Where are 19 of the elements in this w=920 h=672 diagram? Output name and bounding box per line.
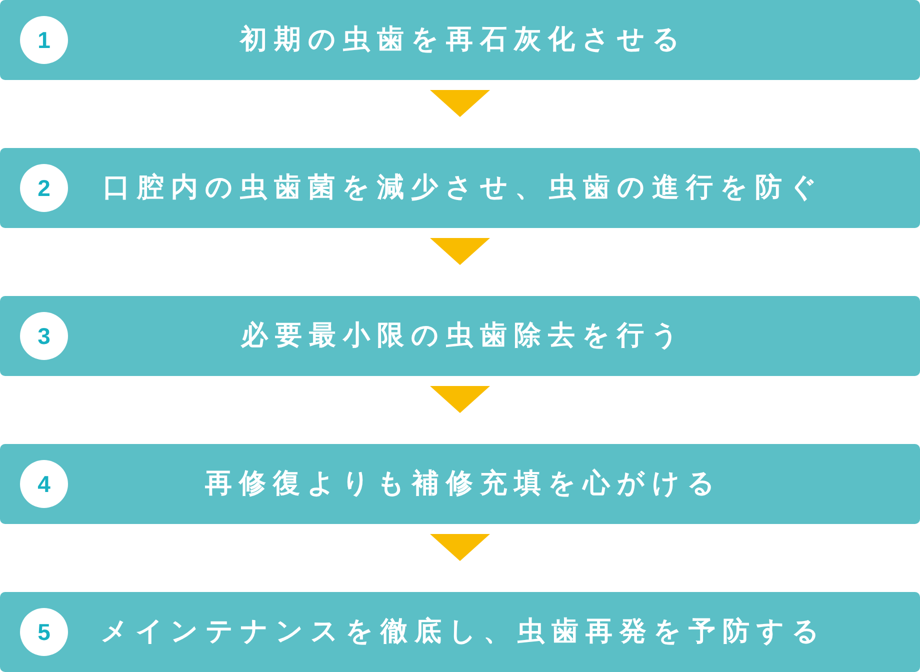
step-bar bbox=[0, 296, 920, 376]
arrow bbox=[430, 238, 490, 265]
step-number: 3 bbox=[20, 312, 68, 360]
step-bar bbox=[0, 0, 920, 80]
step-title: 口腔内の虫歯菌を減少させ、虫歯の進行を防ぐ bbox=[102, 172, 824, 204]
step-title: 再修復よりも補修充填を心がける bbox=[204, 468, 722, 500]
step-title: メインテナンスを徹底し、虫歯再発を予防する bbox=[100, 616, 826, 648]
step-number: 5 bbox=[20, 608, 68, 656]
step-bar bbox=[0, 148, 920, 228]
step-number: 2 bbox=[20, 164, 68, 212]
arrow bbox=[430, 90, 490, 117]
arrow bbox=[430, 386, 490, 413]
step-number: 1 bbox=[20, 16, 68, 64]
step-number: 4 bbox=[20, 460, 68, 508]
arrow bbox=[430, 534, 490, 561]
step-title: 初期の虫歯を再石灰化させる bbox=[238, 24, 687, 56]
step-title: 必要最小限の虫歯除去を行う bbox=[240, 320, 686, 352]
step-bar bbox=[0, 592, 920, 672]
step-bar bbox=[0, 444, 920, 524]
